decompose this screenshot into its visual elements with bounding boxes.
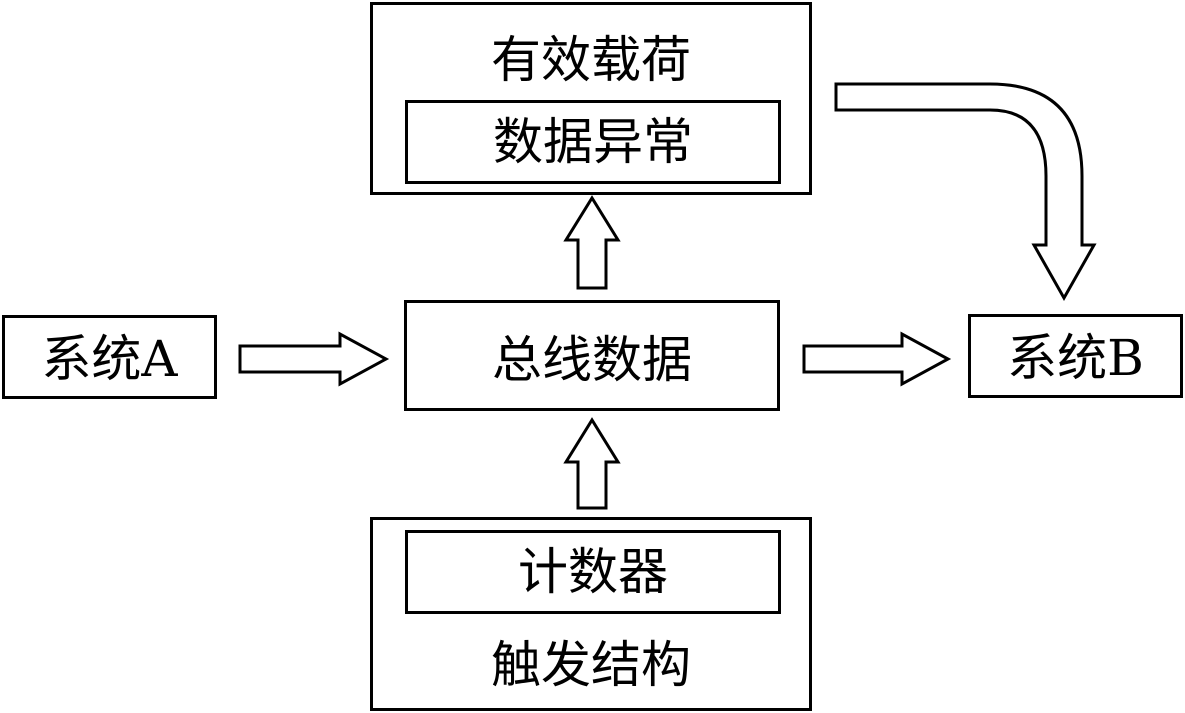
system-a-box: 系统A [2,315,217,399]
trigger-box: 计数器 触发结构 [370,517,812,711]
system-a-label: 系统A [41,330,178,388]
payload-title: 有效载荷 [491,31,691,89]
arrow-bus-to-payload [563,195,621,290]
arrow-system-a-to-bus [238,331,390,387]
trigger-title: 触发结构 [491,636,691,694]
counter-label: 计数器 [518,543,668,601]
arrow-trigger-to-bus [563,417,621,510]
system-b-label: 系统B [1007,329,1144,387]
bus-data-box: 总线数据 [404,300,780,411]
arrow-bus-to-system-b [802,331,952,387]
data-anomaly-box: 数据异常 [405,100,781,184]
payload-box: 有效载荷 数据异常 [370,2,812,195]
arrow-payload-to-system-b [834,82,1097,302]
data-anomaly-label: 数据异常 [493,113,693,171]
counter-box: 计数器 [405,530,781,614]
bus-data-label: 总线数据 [492,331,692,389]
system-b-box: 系统B [968,314,1183,398]
